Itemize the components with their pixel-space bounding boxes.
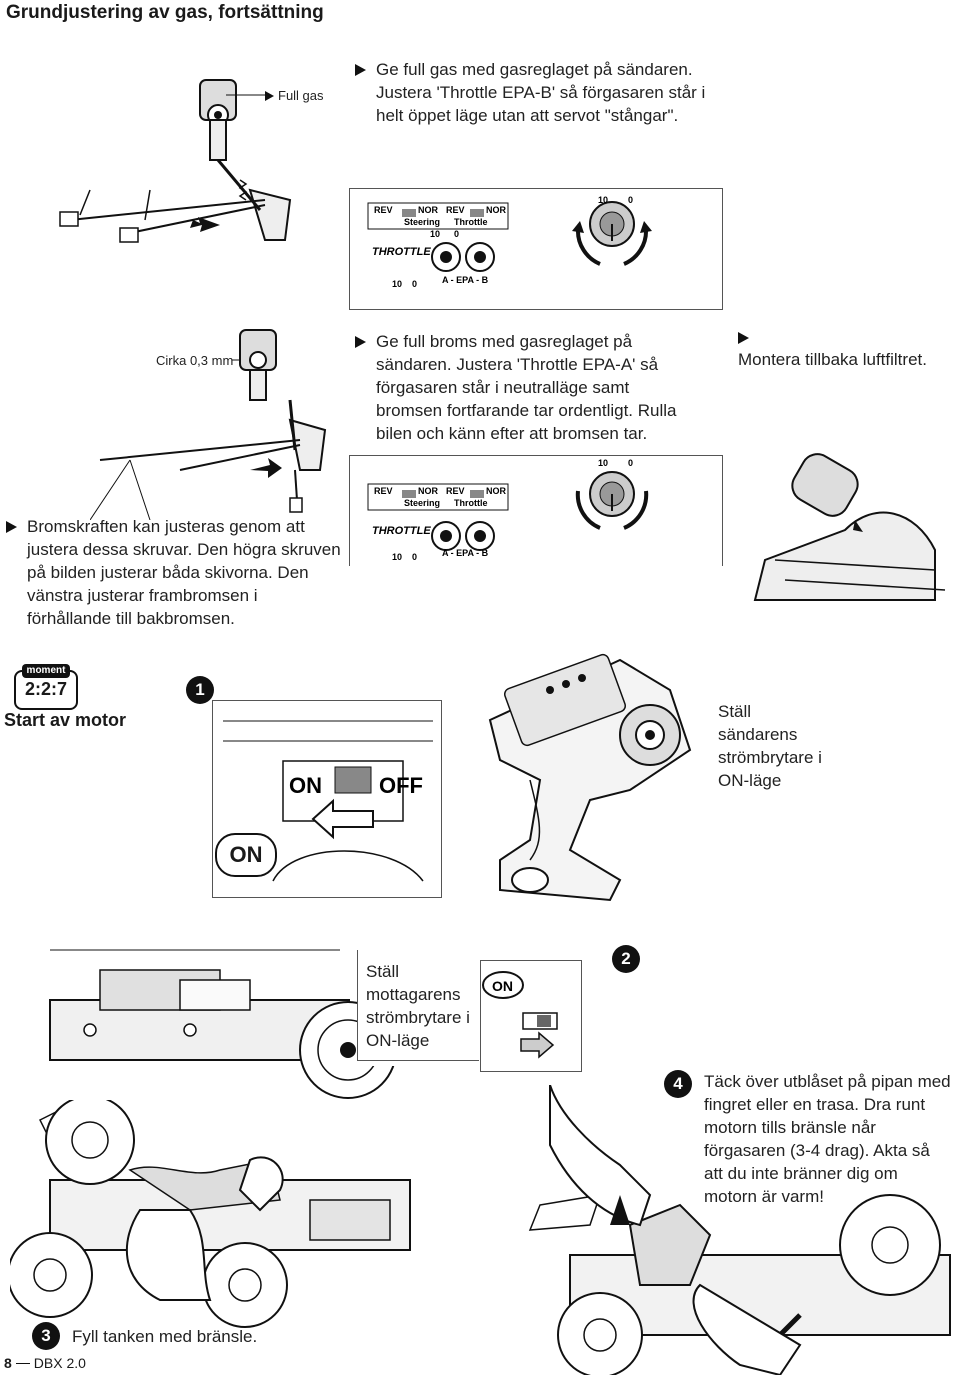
instruction-full-gas: Ge full gas med gasreglaget på sändaren.… (355, 58, 715, 127)
receiver-on-label: ON (492, 978, 513, 994)
moment-badge-top: moment (22, 664, 70, 678)
zero-label-2: 0 (412, 279, 417, 289)
label-full-gas: Full gas (278, 88, 324, 103)
a-epa-b-label-2: A - EPA - B (442, 548, 489, 558)
epa-panel-top: REV NOR REV NOR Steering Throttle THROTT… (349, 188, 723, 310)
pointer-arrow-icon (355, 336, 366, 348)
pointer-arrow-icon (738, 332, 749, 344)
epa-panel-top-drawing: REV NOR REV NOR Steering Throttle THROTT… (367, 195, 652, 289)
switch-on-label: ON (289, 773, 322, 798)
step-1-instruction: Ställ sändarens strömbrytare i ON-läge (718, 702, 822, 790)
pointer-arrow-icon (265, 90, 274, 101)
rev-label-4: REV (446, 486, 465, 496)
switch-off-label: OFF (379, 773, 423, 798)
moment-badge-code: 2:2:7 (24, 679, 68, 699)
ten-label: 10 (430, 229, 440, 239)
dial-zero-label: 0 (628, 195, 633, 205)
rev-label-2: REV (446, 205, 465, 215)
footer-rule (15, 1362, 30, 1364)
pointer-arrow-icon (6, 521, 17, 533)
zero-label-3: 0 (412, 552, 417, 562)
step-1-number: 1 (186, 676, 214, 704)
throttle-label-2: Throttle (454, 498, 488, 508)
instruction-filter: Montera tillbaka luftfiltret. (738, 332, 948, 371)
model-name: DBX 2.0 (33, 1355, 86, 1371)
epa-panel-bottom-drawing: REV NOR REV NOR Steering Throttle THROTT… (367, 458, 649, 562)
instruction-full-brake: Ge full broms med gasreglaget på sändare… (355, 330, 685, 445)
instruction-brake-screws: Bromskraften kan justeras genom att just… (6, 515, 346, 630)
ten-label-3: 10 (392, 552, 402, 562)
rev-label-3: REV (374, 486, 393, 496)
label-gap: Cirka 0,3 mm (156, 353, 234, 368)
receiver-switch-panel: ON (480, 960, 582, 1072)
pointer-arrow-icon (355, 64, 366, 76)
a-epa-b-label: A - EPA - B (442, 275, 489, 285)
step-4-instruction: Täck över utblåset på pipan med fingret … (704, 1072, 951, 1206)
dial-zero-label-2: 0 (628, 458, 633, 468)
step-3-number: 3 (32, 1322, 60, 1350)
moment-badge: moment 2:2:7 (14, 664, 78, 710)
nor-label-2: NOR (486, 205, 507, 215)
dial-ten-label-2: 10 (598, 458, 608, 468)
nor-label-1: NOR (418, 205, 439, 215)
on-badge: ON (215, 833, 277, 877)
steering-label: Steering (404, 217, 440, 227)
transmitter-illustration (488, 653, 692, 902)
epa-panel-bottom: REV NOR REV NOR Steering Throttle THROTT… (349, 455, 723, 566)
nor-label-3: NOR (418, 486, 439, 496)
switch-closeup-panel: ON OFF ON (212, 700, 442, 898)
exhaust-cover-illustration (528, 1085, 951, 1375)
throttle-linkage-illustration-brake (90, 329, 327, 520)
dial-ten-label: 10 (598, 195, 608, 205)
rev-label-1: REV (374, 205, 393, 215)
steering-label-2: Steering (404, 498, 440, 508)
throttle-label: Throttle (454, 217, 488, 227)
switch-closeup-drawing: ON OFF (223, 720, 433, 882)
step-3-instruction: Fyll tanken med bränsle. (72, 1327, 258, 1346)
footer: 8 DBX 2.0 (4, 1355, 86, 1371)
throttle-linkage-illustration-full (59, 79, 292, 243)
air-filter-illustration (753, 453, 946, 601)
nor-label-4: NOR (486, 486, 507, 496)
receiver-switch-drawing: ON (482, 971, 558, 1059)
step-2-number: 2 (612, 945, 640, 973)
page-title: Grundjustering av gas, fortsättning (6, 2, 324, 23)
ten-label-2: 10 (392, 279, 402, 289)
step-4-number: 4 (664, 1070, 692, 1098)
zero-label: 0 (454, 229, 459, 239)
page-number: 8 (4, 1355, 12, 1371)
step-2-instruction: Ställ mottagarens strömbrytare i ON-läge (357, 950, 479, 1061)
refuel-car-illustration (10, 1100, 411, 1328)
step-2-instruction-box: Ställ mottagarens strömbrytare i ON-läge (357, 950, 479, 1066)
moment-heading: Start av motor (4, 710, 127, 730)
